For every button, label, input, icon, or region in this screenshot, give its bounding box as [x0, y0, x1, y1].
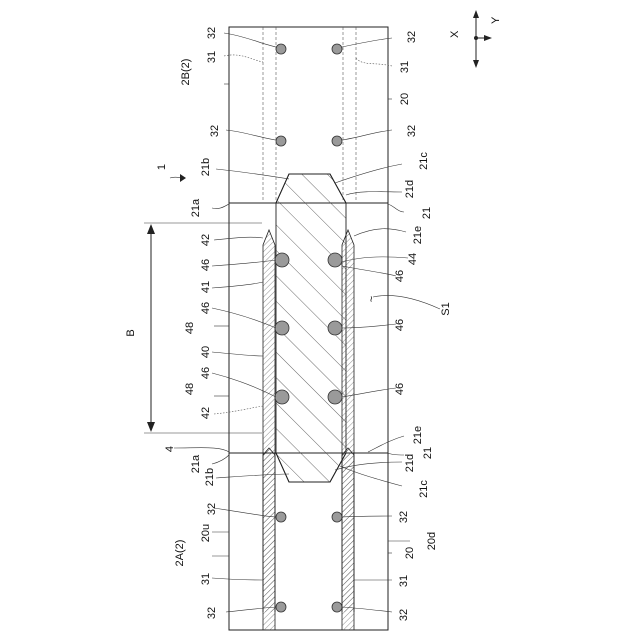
- label-48-b: 48: [184, 383, 196, 395]
- label-21c-t: 21c: [418, 152, 430, 170]
- rebar-dot: [332, 602, 342, 612]
- section-wave: ~: [366, 296, 378, 302]
- label-46-r1: 46: [394, 270, 406, 282]
- bead-46: [328, 321, 342, 335]
- label-21b-b: 21b: [204, 468, 216, 486]
- axis-y-label: Y: [490, 16, 502, 24]
- label-20-b: 20: [404, 547, 416, 559]
- rebar-dot: [276, 136, 286, 146]
- label-21-t: 21: [421, 207, 433, 219]
- bead-46: [275, 390, 289, 404]
- label-20u: 20u: [200, 524, 212, 542]
- left-labels: 32 31 2B(2) 32 21b 1 21a 42 46 41 46 48 …: [156, 27, 221, 619]
- label-32-bl2: 32: [206, 607, 218, 619]
- rebar-dot: [332, 512, 342, 522]
- label-42-b: 42: [200, 407, 212, 419]
- label-46-l3: 46: [200, 367, 212, 379]
- bead-46: [275, 253, 289, 267]
- label-21d-t: 21d: [404, 180, 416, 198]
- label-41: 41: [200, 281, 212, 293]
- axis-indicator: X Y: [449, 10, 502, 68]
- label-31-br: 31: [398, 575, 410, 587]
- label-2b2: 2B(2): [180, 59, 192, 86]
- label-20-t: 20: [399, 93, 411, 105]
- label-46-r2: 46: [394, 319, 406, 331]
- label-2a2: 2A(2): [174, 540, 186, 567]
- label-32-tl: 32: [206, 27, 218, 39]
- rebar-dot: [276, 44, 286, 54]
- label-32-tr: 32: [406, 31, 418, 43]
- axis-x-label: X: [449, 30, 461, 38]
- label-46-l1: 46: [200, 259, 212, 271]
- bead-46: [275, 321, 289, 335]
- label-44: 44: [407, 253, 419, 265]
- label-20d: 20d: [426, 532, 438, 550]
- section-s1: S1: [440, 302, 452, 315]
- rebar-dot: [332, 44, 342, 54]
- label-21a-b: 21a: [190, 454, 202, 473]
- label-31-tr: 31: [399, 61, 411, 73]
- label-31-tl: 31: [206, 51, 218, 63]
- label-40: 40: [200, 346, 212, 358]
- bead-46: [328, 390, 342, 404]
- label-32-bl1: 32: [206, 503, 218, 515]
- label-46-r3: 46: [394, 383, 406, 395]
- dimension-b-label: B: [125, 329, 137, 336]
- label-32-br2: 32: [398, 609, 410, 621]
- label-21e-b: 21e: [412, 426, 424, 444]
- label-21e-t: 21e: [412, 226, 424, 244]
- rebar-dot: [276, 602, 286, 612]
- bead-46: [328, 253, 342, 267]
- label-21a-t: 21a: [190, 198, 202, 217]
- label-4: 4: [164, 446, 176, 452]
- label-42-t: 42: [200, 234, 212, 246]
- rebar-dot: [332, 136, 342, 146]
- label-46-l2: 46: [200, 302, 212, 314]
- label-21-b: 21: [422, 447, 434, 459]
- fig-ref: 1: [156, 164, 168, 170]
- label-21b-t: 21b: [200, 158, 212, 176]
- label-21d-b: 21d: [404, 454, 416, 472]
- label-48-t: 48: [184, 322, 196, 334]
- label-32-br1: 32: [398, 511, 410, 523]
- rebar-dot: [276, 512, 286, 522]
- label-32-ml: 32: [209, 125, 221, 137]
- label-21c-b: 21c: [418, 480, 430, 498]
- label-31-bl: 31: [200, 573, 212, 585]
- label-32-mr: 32: [406, 125, 418, 137]
